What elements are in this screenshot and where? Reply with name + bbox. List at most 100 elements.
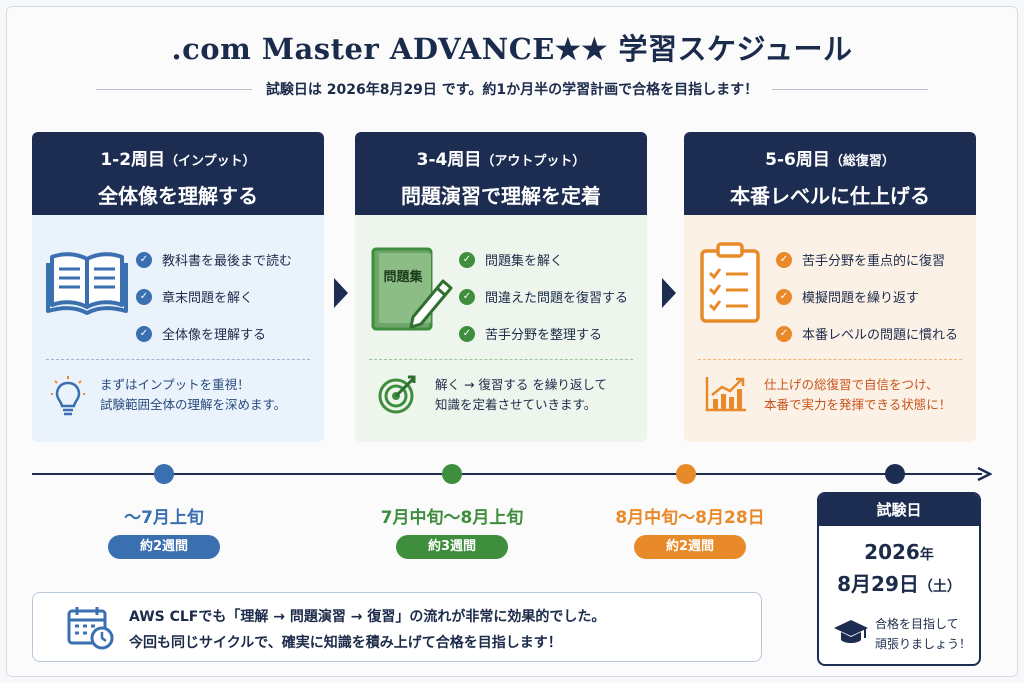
subtitle-rule-left [96,88,252,90]
duration-pill-1: 約2週間 [108,535,220,559]
check-item: ✓ 模擬問題を繰り返す [776,278,958,315]
phase-body: ✓ 苦手分野を重点的に復習 ✓ 模擬問題を繰り返す ✓ 本番レベルの問題に慣れる 仕上… [684,215,976,442]
phase-body: 問題集 ✓ 問題集を解く ✓ 間違えた問題を復習する ✓ 苦手分野を整理する 解く →… [355,215,647,442]
exam-date-box: 試験日 2026年 8月29日（土） 合格を目指して 頑張りましょう！ [817,492,981,666]
check-icon: ✓ [136,251,152,268]
growth-chart-icon [705,377,746,412]
exam-year-value: 2026 [864,540,920,564]
exam-year-unit: 年 [919,547,934,563]
exam-message-line: 合格を目指して [875,617,959,631]
check-item: ✓ 間違えた問題を復習する [459,278,628,315]
note-line: 解く → 復習する を繰り返して [435,377,608,392]
exam-message: 合格を目指して 頑張りましょう！ [875,614,971,654]
step-arrow-icon [334,278,348,308]
timeline-date-2: 7月中旬〜8月上旬 [380,508,524,528]
title-latin: .com Master ADVANCE★★ [171,32,608,66]
bottom-note: AWS CLFでも「理解 → 問題演習 → 復習」の流れが非常に効果的でした。 … [32,592,762,662]
exam-label: 試験日 [819,494,979,526]
subtitle: 試験日は 2026年8月29日 です。約1か月半の学習計画で合格を目指します！ [265,82,759,98]
bottom-note-line: AWS CLFでも「理解 → 問題演習 → 復習」の流れが非常に効果的でした。 [129,609,606,625]
timeline-line [32,473,982,475]
phase-note: まずはインプットを重視！ 試験範囲全体の理解を深めます。 [100,375,286,415]
check-icon: ✓ [776,251,792,268]
note-line: 試験範囲全体の理解を深めます。 [100,397,287,412]
check-icon: ✓ [459,251,475,268]
checklist: ✓ 教科書を最後まで読む ✓章末問題を解く ✓ 全体像を理解する [136,241,292,352]
lightbulb-icon [51,376,85,416]
check-item: ✓ 苦手分野を重点的に復習 [776,241,958,278]
bottom-note-text: AWS CLFでも「理解 → 問題演習 → 復習」の流れが非常に効果的でした。 … [129,604,605,656]
open-book-icon [46,252,128,315]
timeline-node-exam [885,464,905,484]
note-line: まずはインプットを重視！ [100,377,250,392]
divider [369,359,633,360]
graduation-cap-icon [834,620,868,643]
duration-pill-3: 約2週間 [634,535,746,559]
check-item: ✓ 苦手分野を整理する [459,315,628,352]
check-icon: ✓ [776,325,792,342]
check-icon: ✓ [136,325,152,342]
exam-date: 8月29日（土） [819,568,979,597]
check-text: 全体像を理解する [162,328,267,343]
phase-note: 仕上げの総復習で自信をつけ、 本番で実力を発揮できる状態に！ [764,375,951,415]
phase-header: 3-4周目（アウトプット） 問題演習で理解を定着 [355,132,647,215]
workbook-pencil-icon: 問題集 [371,247,453,331]
phase-header: 1-2周目（インプット） 全体像を理解する [32,132,324,215]
phase-title: 全体像を理解する [98,184,258,208]
check-text: 本番レベルの問題に慣れる [802,328,959,343]
workbook-label: 問題集 [383,269,423,285]
phase-heading-sub: （アウトプット） [481,154,586,169]
calendar-clock-icon [67,607,114,650]
check-item: ✓ 全体像を理解する [136,315,292,352]
exam-message-line: 頑張りましょう！ [875,637,972,651]
phase-card-2: 3-4周目（アウトプット） 問題演習で理解を定着 問題集 ✓ 問題集を解く ✓ 間違… [355,132,647,442]
phase-heading: 3-4周目 [416,150,482,170]
divider [698,359,962,360]
check-text: 模擬問題を繰り返す [802,291,920,306]
timeline-date-1: 〜7月上旬 [124,508,204,528]
check-text: 問題集を解く [485,254,564,269]
check-text: 教科書を最後まで読む [162,254,293,269]
check-item: ✓章末問題を解く [136,278,292,315]
checklist: ✓ 問題集を解く ✓ 間違えた問題を復習する ✓ 苦手分野を整理する [459,241,628,352]
check-icon: ✓ [459,325,475,342]
phase-note: 解く → 復習する を繰り返して 知識を定着させていきます。 [435,375,607,415]
phase-heading-sub: （総復習） [829,154,895,169]
duration-pill-2: 約3週間 [396,535,508,559]
exam-year: 2026年 [819,540,979,564]
bottom-note-line: 今回も同じサイクルで、確実に知識を積み上げて合格を目指します！ [129,635,562,651]
step-arrow-icon [662,278,676,308]
clipboard-checklist-icon [700,242,760,323]
phase-title: 問題演習で理解を定着 [401,184,601,208]
note-line: 本番で実力を発揮できる状態に！ [764,397,952,412]
note-line: 仕上げの総復習で自信をつけ、 [764,377,939,392]
subtitle-rule-right [772,88,928,90]
checklist: ✓ 苦手分野を重点的に復習 ✓ 模擬問題を繰り返す ✓ 本番レベルの問題に慣れる [776,241,958,352]
check-text: 間違えた問題を復習する [485,291,629,306]
divider [46,359,310,360]
phase-heading-sub: （インプット） [165,154,256,169]
phase-card-1: 1-2周目（インプット） 全体像を理解する ✓ 教科書を最後まで読む ✓章末問題を… [32,132,324,442]
phase-body: ✓ 教科書を最後まで読む ✓章末問題を解く ✓ 全体像を理解する まずはインプットを… [32,215,324,442]
timeline-node-1 [154,464,174,484]
check-item: ✓ 教科書を最後まで読む [136,241,292,278]
check-text: 苦手分野を重点的に復習 [802,254,946,269]
note-line: 知識を定着させていきます。 [435,397,597,412]
check-item: ✓ 本番レベルの問題に慣れる [776,315,958,352]
exam-weekday: （土） [918,579,961,595]
phase-header: 5-6周目（総復習） 本番レベルに仕上げる [684,132,976,215]
page-title: .com Master ADVANCE★★ 学習スケジュール [0,26,1024,68]
phase-heading: 5-6周目 [765,150,830,170]
check-icon: ✓ [776,288,792,305]
check-item: ✓ 問題集を解く [459,241,628,278]
timeline-node-3 [676,464,696,484]
exam-month-day: 8月29日 [837,572,919,596]
phase-heading: 1-2周目 [100,150,166,170]
target-icon [378,375,416,414]
check-text: 苦手分野を整理する [485,328,603,343]
timeline-node-2 [442,464,462,484]
subtitle-row: 試験日は 2026年8月29日 です。約1か月半の学習計画で合格を目指します！ [96,78,928,100]
check-icon: ✓ [136,288,152,305]
timeline-date-3: 8月中旬〜8月28日 [615,508,765,528]
check-icon: ✓ [459,288,475,305]
